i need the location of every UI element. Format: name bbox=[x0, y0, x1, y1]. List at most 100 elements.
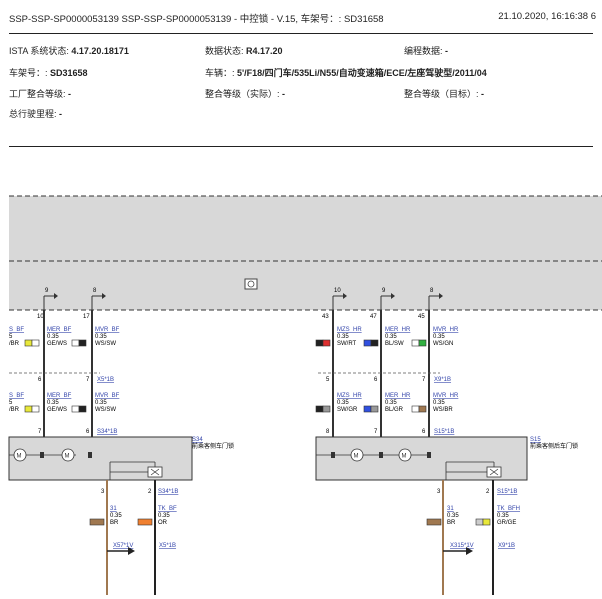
pin-number: 7 bbox=[374, 429, 378, 435]
svg-text:0.35: 0.35 bbox=[110, 513, 122, 519]
component-id[interactable]: S34 bbox=[192, 437, 203, 443]
right-rear-door-lock-circuit: 10 9 8 43 47 45 MZS_HR 0.35 SW/RT MER_H bbox=[315, 288, 578, 595]
pin-number: 8 bbox=[326, 429, 330, 435]
mileage: 总行驶里程: - bbox=[9, 109, 63, 119]
switch-icon bbox=[109, 461, 163, 480]
svg-text:MER_HR: MER_HR bbox=[385, 327, 411, 333]
pin-arrow-8: 8 bbox=[91, 288, 106, 310]
wire-label-mer-hr-lower: MER_HR 0.35 BL/GR bbox=[363, 393, 411, 413]
connector-s15-1b-out[interactable]: S15*1B bbox=[497, 489, 517, 495]
svg-text:MER_HR: MER_HR bbox=[385, 393, 411, 399]
svg-text:0.35: 0.35 bbox=[95, 334, 107, 340]
document-title: SSP-SSP-SP0000053139 SSP-SSP-SP000005313… bbox=[9, 14, 384, 25]
factory-level: 工厂整合等级: - bbox=[9, 89, 72, 99]
svg-text:GE/WS: GE/WS bbox=[47, 341, 67, 347]
module-symbol-icon bbox=[244, 278, 258, 290]
svg-text:MVR_BF: MVR_BF bbox=[95, 393, 120, 399]
connector-x5-1b[interactable]: X5*1B bbox=[97, 377, 114, 383]
connector-x315-1v[interactable]: X315*1V bbox=[450, 543, 474, 549]
svg-text:MVR_HR: MVR_HR bbox=[433, 393, 459, 399]
svg-text:9: 9 bbox=[382, 288, 386, 294]
wire-label-tk-bf: TK_BF 0.35 OR bbox=[137, 506, 177, 526]
header-rule bbox=[9, 33, 593, 34]
svg-text:BL/GR: BL/GR bbox=[385, 407, 404, 413]
arrow-label: 8 bbox=[93, 288, 97, 294]
wire-label-mzs-hr-lower: MZS_HR 0.35 SW/GR bbox=[315, 393, 362, 413]
motor-icon: M M bbox=[9, 448, 92, 462]
pin-number: 17 bbox=[83, 314, 90, 320]
connector-s34-1b-out[interactable]: S34*1B bbox=[158, 489, 178, 495]
component-s34-box bbox=[8, 436, 193, 481]
pin-number: 47 bbox=[370, 314, 377, 320]
svg-text:SW/GR: SW/GR bbox=[337, 407, 358, 413]
svg-text:0.35: 0.35 bbox=[433, 334, 445, 340]
svg-text:0.35: 0.35 bbox=[158, 513, 170, 519]
svg-text:OR: OR bbox=[158, 520, 168, 526]
svg-text:MER_BF: MER_BF bbox=[47, 393, 72, 399]
connector-x5-1b-bottom[interactable]: X5*1B bbox=[159, 543, 176, 549]
wire-label-mer-hr-upper: MER_HR 0.35 BL/SW bbox=[363, 327, 411, 347]
pin-number: 2 bbox=[148, 489, 152, 495]
motor-icon: M M bbox=[316, 448, 431, 462]
svg-text:GE/WS: GE/WS bbox=[47, 407, 67, 413]
pin-number: 10 bbox=[37, 314, 44, 320]
wire-label-mzs-hr-upper: MZS_HR 0.35 SW/RT bbox=[315, 327, 362, 347]
svg-text:MVR_BF: MVR_BF bbox=[95, 327, 120, 333]
svg-text:WS/BR: WS/BR bbox=[433, 407, 453, 413]
svg-text:MZS_HR: MZS_HR bbox=[337, 327, 362, 333]
pin-number: 2 bbox=[486, 489, 490, 495]
connector-x57-1v[interactable]: X57*1V bbox=[113, 543, 133, 549]
svg-text:MZS_HR: MZS_HR bbox=[337, 393, 362, 399]
svg-text:WS/SW: WS/SW bbox=[95, 341, 116, 347]
svg-text:31: 31 bbox=[110, 506, 117, 512]
svg-text:MER_BF: MER_BF bbox=[47, 327, 72, 333]
svg-text:0.35: 0.35 bbox=[337, 400, 349, 406]
svg-text:0.35: 0.35 bbox=[47, 334, 59, 340]
svg-text:TK_BF: TK_BF bbox=[158, 506, 177, 512]
svg-text:5: 5 bbox=[9, 334, 13, 340]
wire-label-mer-bf-lower: MER_BF 0.35 GE/WS bbox=[47, 393, 87, 413]
connector-s34-1b[interactable]: S34*1B bbox=[97, 429, 117, 435]
svg-text:BR: BR bbox=[110, 520, 119, 526]
pin-number: 3 bbox=[437, 489, 441, 495]
svg-text:/BR: /BR bbox=[9, 407, 20, 413]
pin-arrow-9: 9 bbox=[43, 288, 58, 310]
page-header: SSP-SSP-SP0000053139 SSP-SSP-SP000005313… bbox=[0, 0, 602, 30]
svg-text:S_BF: S_BF bbox=[9, 393, 24, 399]
vin: 车架号：: SD31658 bbox=[9, 68, 88, 78]
svg-text:10: 10 bbox=[334, 288, 341, 294]
component-id[interactable]: S15 bbox=[530, 437, 541, 443]
connector-x9-1b[interactable]: X9*1B bbox=[434, 377, 451, 383]
wire-label-mvr-bf-lower: MVR_BF 0.35 WS/SW bbox=[95, 393, 120, 413]
wire-label-s-bf-lower: S_BF 5 /BR bbox=[9, 393, 40, 413]
svg-text:MVR_HR: MVR_HR bbox=[433, 327, 459, 333]
module-band bbox=[9, 196, 602, 310]
svg-text:/BR: /BR bbox=[9, 341, 20, 347]
pin-number: 43 bbox=[322, 314, 329, 320]
pin-number: 5 bbox=[326, 377, 330, 383]
svg-text:WS/GN: WS/GN bbox=[433, 341, 453, 347]
pin-number: 3 bbox=[101, 489, 105, 495]
info-rule bbox=[9, 146, 593, 147]
svg-text:BR: BR bbox=[447, 520, 456, 526]
pin-number: 6 bbox=[422, 429, 426, 435]
svg-text:0.35: 0.35 bbox=[433, 400, 445, 406]
pin-arrow-9-right: 9 bbox=[380, 288, 395, 310]
component-name: 前乘客侧后车门锁 bbox=[530, 442, 578, 450]
wire-label-s-bf-upper: S_BF 5 /BR bbox=[9, 327, 40, 347]
svg-text:M: M bbox=[65, 454, 70, 460]
connector-s15-1b[interactable]: S15*1B bbox=[434, 429, 454, 435]
ista-status: ISTA 系统状态: 4.17.20.18171 bbox=[9, 46, 129, 56]
pin-number: 7 bbox=[38, 429, 42, 435]
pin-number: 45 bbox=[418, 314, 425, 320]
target-level: 整合等级（目标）: - bbox=[404, 89, 485, 99]
switch-icon bbox=[445, 461, 502, 480]
connector-x9-1b-bottom[interactable]: X9*1B bbox=[498, 543, 515, 549]
svg-text:BL/SW: BL/SW bbox=[385, 341, 404, 347]
pin-number: 6 bbox=[374, 377, 378, 383]
wire-label-mvr-hr-upper: MVR_HR 0.35 WS/GN bbox=[411, 327, 459, 347]
pin-number: 7 bbox=[422, 377, 426, 383]
print-datetime: 21.10.2020, 16:16:38 6 bbox=[498, 11, 596, 22]
actual-level: 整合等级（实际）: - bbox=[205, 89, 286, 99]
svg-text:M: M bbox=[354, 454, 359, 460]
